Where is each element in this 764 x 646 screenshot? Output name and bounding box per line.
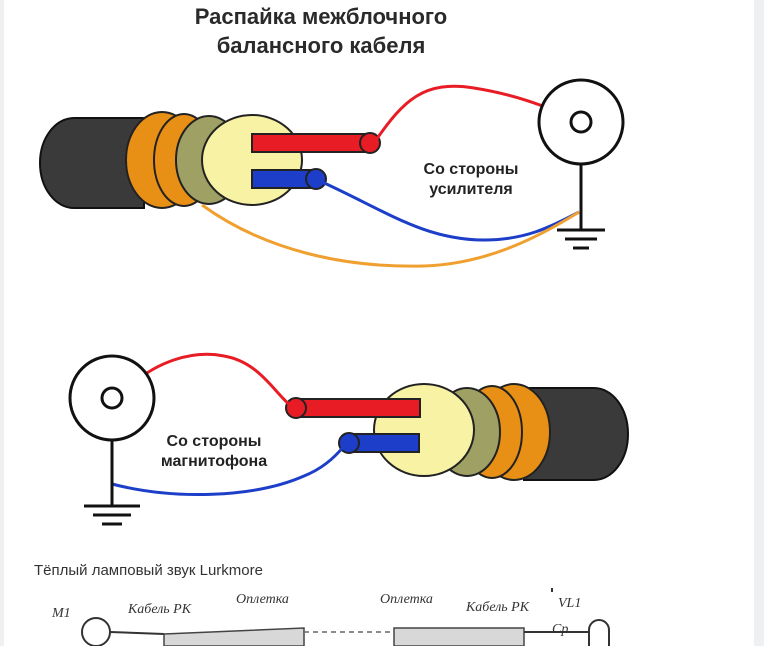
top-cable-jacket (39, 117, 145, 209)
bottom-connector-pin (100, 386, 124, 410)
schematic-cable-left (163, 627, 305, 646)
top-blue-conductor-end (305, 168, 327, 190)
top-orange-wire (201, 203, 580, 268)
recorder-side-line-2: магнитофона (160, 453, 268, 470)
top-cable-inner-yellow (201, 114, 303, 206)
cable-diagram-svg (39, 78, 629, 646)
schematic-label-braid-right: Оплетка (380, 592, 433, 607)
top-connector-pin (569, 110, 593, 134)
schematic-label-cable-left: Кабель РК (128, 602, 192, 617)
amplifier-side-line-2: усилителя (429, 181, 513, 198)
recorder-side-label: Со стороны магнитофона (144, 432, 284, 472)
schematic-label-cable-right: Кабель РК (466, 600, 530, 615)
bottom-red-conductor (295, 398, 421, 418)
schematic-label-braid-left: Оплетка (236, 592, 289, 607)
title-line-2: балансного кабеля (216, 33, 426, 58)
top-red-conductor (251, 133, 371, 153)
title-line-1: Распайка межблочного (194, 4, 448, 29)
recorder-side-line-1: Со стороны (166, 433, 262, 450)
bottom-connector (68, 354, 156, 526)
top-cable (39, 111, 381, 209)
top-blue-wire (321, 180, 580, 242)
top-connector (537, 78, 625, 250)
bottom-cable (285, 383, 629, 481)
amplifier-side-line-1: Со стороны (423, 161, 519, 178)
schematic-label-cp: Ср (552, 622, 569, 637)
schematic-fragment (81, 588, 610, 646)
image-caption: Тёплый ламповый звук Lurkmore (34, 562, 263, 579)
microphone-symbol (81, 617, 111, 646)
top-red-conductor-end (359, 132, 381, 154)
bottom-cable-jacket (523, 387, 629, 481)
schematic-label-m1: M1 (52, 606, 71, 621)
bottom-red-wire (120, 352, 291, 407)
amplifier-side-label: Со стороны усилителя (406, 160, 536, 200)
schematic-label-vl1: VL1 (558, 596, 582, 611)
schematic-lead-1 (109, 631, 165, 635)
page: Распайка межблочного балансного кабеля С… (4, 0, 754, 646)
bottom-red-conductor-end (285, 397, 307, 419)
tube-symbol (588, 619, 610, 646)
diagram-title: Распайка межблочного балансного кабеля (4, 2, 638, 60)
bottom-cable-inner-yellow (373, 383, 475, 477)
bottom-blue-wire (111, 445, 346, 496)
schematic-cable-right (393, 627, 525, 646)
